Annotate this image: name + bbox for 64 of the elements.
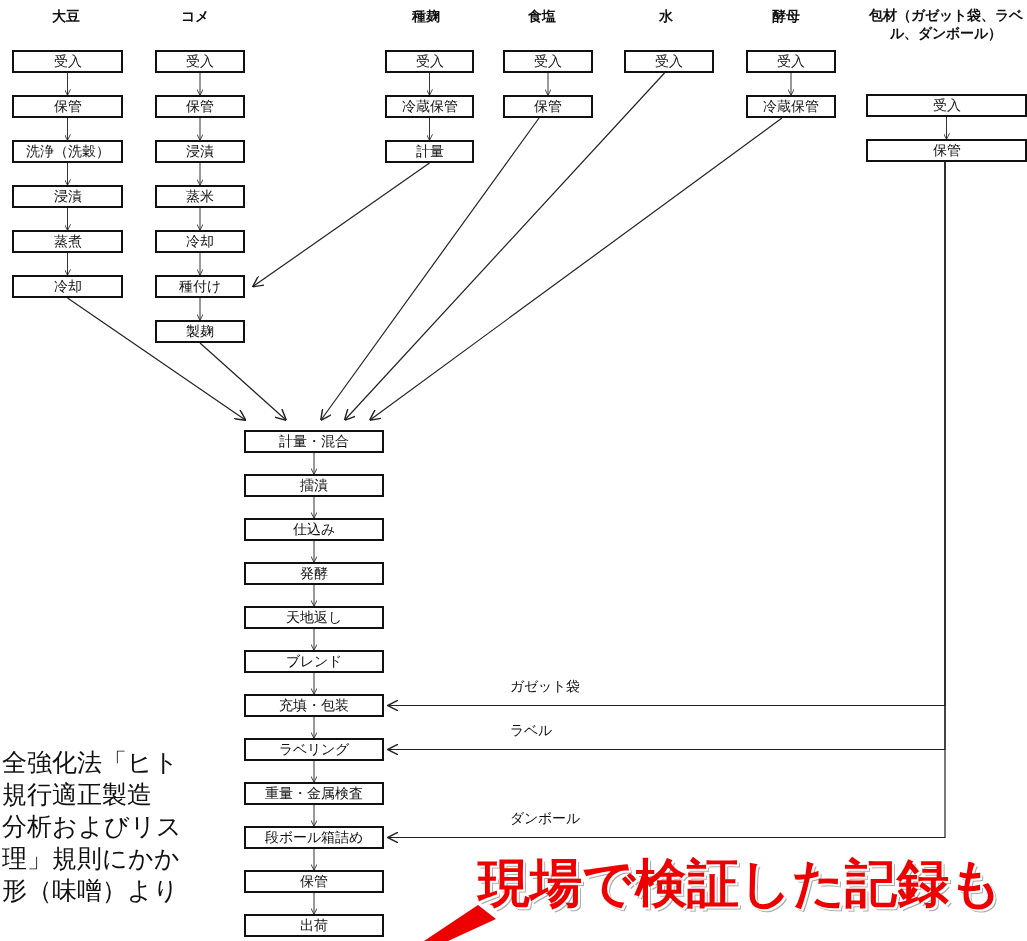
arrow — [64, 252, 71, 276]
arrow — [343, 72, 666, 422]
process-box: 重量・金属検査 — [244, 782, 384, 805]
process-box: 擂潰 — [244, 474, 384, 497]
process-box: 受入 — [503, 50, 593, 73]
note-text: 理」規則にかか — [2, 844, 180, 874]
arrow — [319, 117, 540, 422]
note-text: 全強化法「ヒト — [2, 748, 179, 778]
process-box: 受入 — [12, 50, 123, 73]
column-heading: 水 — [659, 8, 673, 26]
column-heading: 種麹 — [412, 8, 440, 26]
process-box: 冷却 — [155, 230, 245, 253]
arrow — [64, 72, 71, 96]
column-heading: コメ — [181, 8, 209, 26]
process-box: 受入 — [155, 50, 245, 73]
process-box: ブレンド — [244, 650, 384, 673]
process-box: 受入 — [866, 94, 1027, 117]
arrow — [943, 116, 950, 140]
arrow — [426, 117, 433, 141]
edge-label: ガゼット袋 — [510, 677, 580, 696]
arrow — [251, 162, 431, 288]
process-box: 受入 — [746, 50, 836, 73]
arrow — [64, 162, 71, 186]
process-box: 天地返し — [244, 606, 384, 629]
process-box: 冷蔵保管 — [385, 95, 474, 118]
process-box: 浸漬 — [155, 140, 245, 163]
arrow — [66, 297, 247, 422]
arrow — [64, 207, 71, 231]
process-box: 保管 — [503, 95, 593, 118]
process-box: 受入 — [385, 50, 474, 73]
edge-label: ダンボール — [510, 809, 580, 828]
process-box: 計量・混合 — [244, 430, 384, 453]
column-heading: 酵母 — [772, 8, 800, 26]
column-heading: 包材（ガゼット袋、ラベル、ダンボール） — [868, 6, 1024, 42]
column-heading: 食塩 — [528, 8, 556, 26]
note-text: 形（味噌）より — [2, 876, 179, 906]
process-box: 冷蔵保管 — [746, 95, 836, 118]
process-box: 保管 — [244, 870, 384, 893]
process-box: 発酵 — [244, 562, 384, 585]
note-text: 分析およびリス — [2, 812, 182, 842]
arrow — [426, 72, 433, 96]
process-box: 充填・包装 — [244, 694, 384, 717]
column-heading: 大豆 — [52, 8, 80, 26]
process-box: ラベリング — [244, 738, 384, 761]
process-box: 仕込み — [244, 518, 384, 541]
process-box: 保管 — [12, 95, 123, 118]
process-box: 冷却 — [12, 275, 123, 298]
arrow — [64, 117, 71, 141]
process-box: 洗浄（洗穀） — [12, 140, 123, 163]
process-box: 出荷 — [244, 914, 384, 937]
process-box: 受入 — [624, 50, 714, 73]
process-box: 保管 — [866, 139, 1027, 162]
note-text: 規行適正製造 — [2, 780, 152, 810]
arrow — [368, 117, 783, 422]
process-box: 蒸煮 — [12, 230, 123, 253]
process-box: 製麹 — [155, 320, 245, 343]
process-box: 段ボール箱詰め — [244, 826, 384, 849]
process-box: 蒸米 — [155, 185, 245, 208]
process-box: 保管 — [155, 95, 245, 118]
process-box: 浸漬 — [12, 185, 123, 208]
arrow — [199, 342, 288, 422]
process-box: 計量 — [385, 140, 474, 163]
process-box: 種付け — [155, 275, 245, 298]
callout-text: 現場で検証した記録も — [478, 852, 1002, 914]
